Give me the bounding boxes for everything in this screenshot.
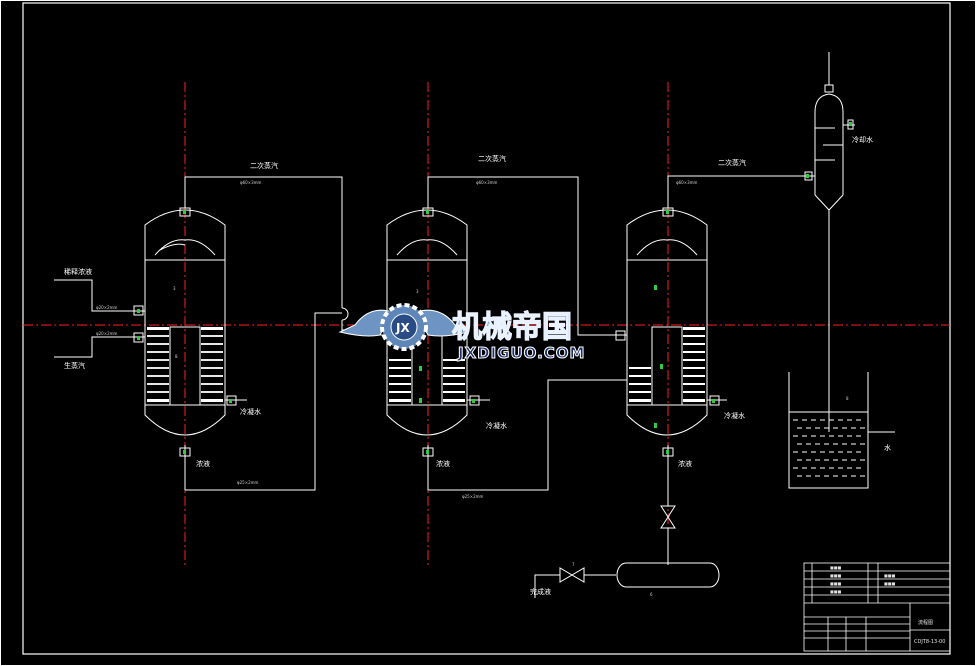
- label-fresh-steam: 生蒸汽: [64, 361, 85, 370]
- svg-text:3: 3: [416, 289, 419, 294]
- svg-text:φ25×2mm: φ25×2mm: [237, 480, 259, 485]
- label-raw-feed: 稀释浓液: [64, 267, 92, 276]
- svg-text:φ60×3mm: φ60×3mm: [476, 180, 498, 185]
- svg-text:■■■: ■■■: [830, 573, 842, 578]
- title-block-text: ■■■ ■■■ ■■■ ■■■ ■■■ ■■■ 流程图 CDJT8-13-00: [830, 565, 945, 645]
- watermark-logo-text: JX: [395, 321, 410, 335]
- stream-labels: 二次蒸汽 二次蒸汽 二次蒸汽 稀释浓液 生蒸汽 冷凝水 冷凝水 冷凝水 冷却水 …: [64, 135, 891, 596]
- water-tank: [788, 372, 895, 489]
- watermark-cn: 机械帝国: [452, 310, 572, 345]
- watermark-wing-left-icon: [338, 309, 393, 337]
- condenser: [800, 52, 855, 432]
- label-concentrate-2: 浓液: [436, 459, 450, 468]
- svg-text:8: 8: [846, 396, 849, 401]
- label-concentrate-3: 浓液: [678, 459, 692, 468]
- label-condensate-1: 冷凝水: [240, 407, 261, 416]
- svg-text:φ20×2mm: φ20×2mm: [96, 331, 118, 336]
- piping: [54, 175, 800, 598]
- svg-text:7: 7: [572, 562, 575, 567]
- tube-bundle-1: [147, 327, 223, 402]
- valve-icon: [559, 505, 676, 583]
- svg-text:■■■: ■■■: [830, 581, 842, 586]
- label-product-out: 完成液: [530, 587, 551, 596]
- evaporator-1: [144, 195, 226, 458]
- svg-text:■■■: ■■■: [884, 581, 896, 586]
- watermark-en: JXDIGUO.COM: [457, 344, 585, 362]
- label-secondary-steam-2: 二次蒸汽: [478, 154, 506, 163]
- svg-text:φ60×3mm: φ60×3mm: [240, 180, 262, 185]
- label-water: 水: [884, 443, 891, 452]
- label-concentrate-1: 浓液: [196, 459, 210, 468]
- drawing-number: CDJT8-13-00: [914, 639, 945, 645]
- tank-water-pattern: [793, 419, 865, 477]
- svg-text:8: 8: [175, 354, 178, 359]
- evaporator-3: [626, 195, 708, 458]
- svg-text:φ20×2mm: φ20×2mm: [96, 305, 118, 310]
- watermark-wing-right-icon: [415, 309, 470, 337]
- instrument-tags: [137, 122, 852, 454]
- title-block: [803, 562, 951, 652]
- svg-text:φ60×3mm: φ60×3mm: [676, 180, 698, 185]
- label-secondary-steam-1: 二次蒸汽: [250, 161, 278, 170]
- svg-text:φ25×2mm: φ25×2mm: [462, 494, 484, 499]
- label-cooling-water: 冷却水: [852, 135, 873, 144]
- watermark: JX 机械帝国 JXDIGUO.COM: [338, 303, 585, 363]
- nozzles: [133, 171, 813, 406]
- svg-text:6: 6: [650, 592, 653, 597]
- svg-text:7: 7: [668, 513, 671, 518]
- label-secondary-steam-3: 二次蒸汽: [718, 158, 746, 167]
- tube-bundle-3: [629, 327, 705, 402]
- svg-text:■■■: ■■■: [830, 565, 842, 570]
- inner-border: [22, 2, 951, 655]
- svg-text:■■■: ■■■: [884, 573, 896, 578]
- tube-bundle-2: [389, 359, 465, 402]
- item-numbers: 3 8 3 8 7 7 6 φ60×3mm φ60×3mm φ60×3mm φ2…: [96, 180, 849, 597]
- drawing-name: 流程图: [918, 619, 933, 626]
- label-condensate-3: 冷凝水: [724, 411, 745, 420]
- label-condensate-2: 冷凝水: [486, 421, 507, 430]
- svg-text:■■■: ■■■: [830, 589, 842, 594]
- svg-text:3: 3: [173, 286, 176, 291]
